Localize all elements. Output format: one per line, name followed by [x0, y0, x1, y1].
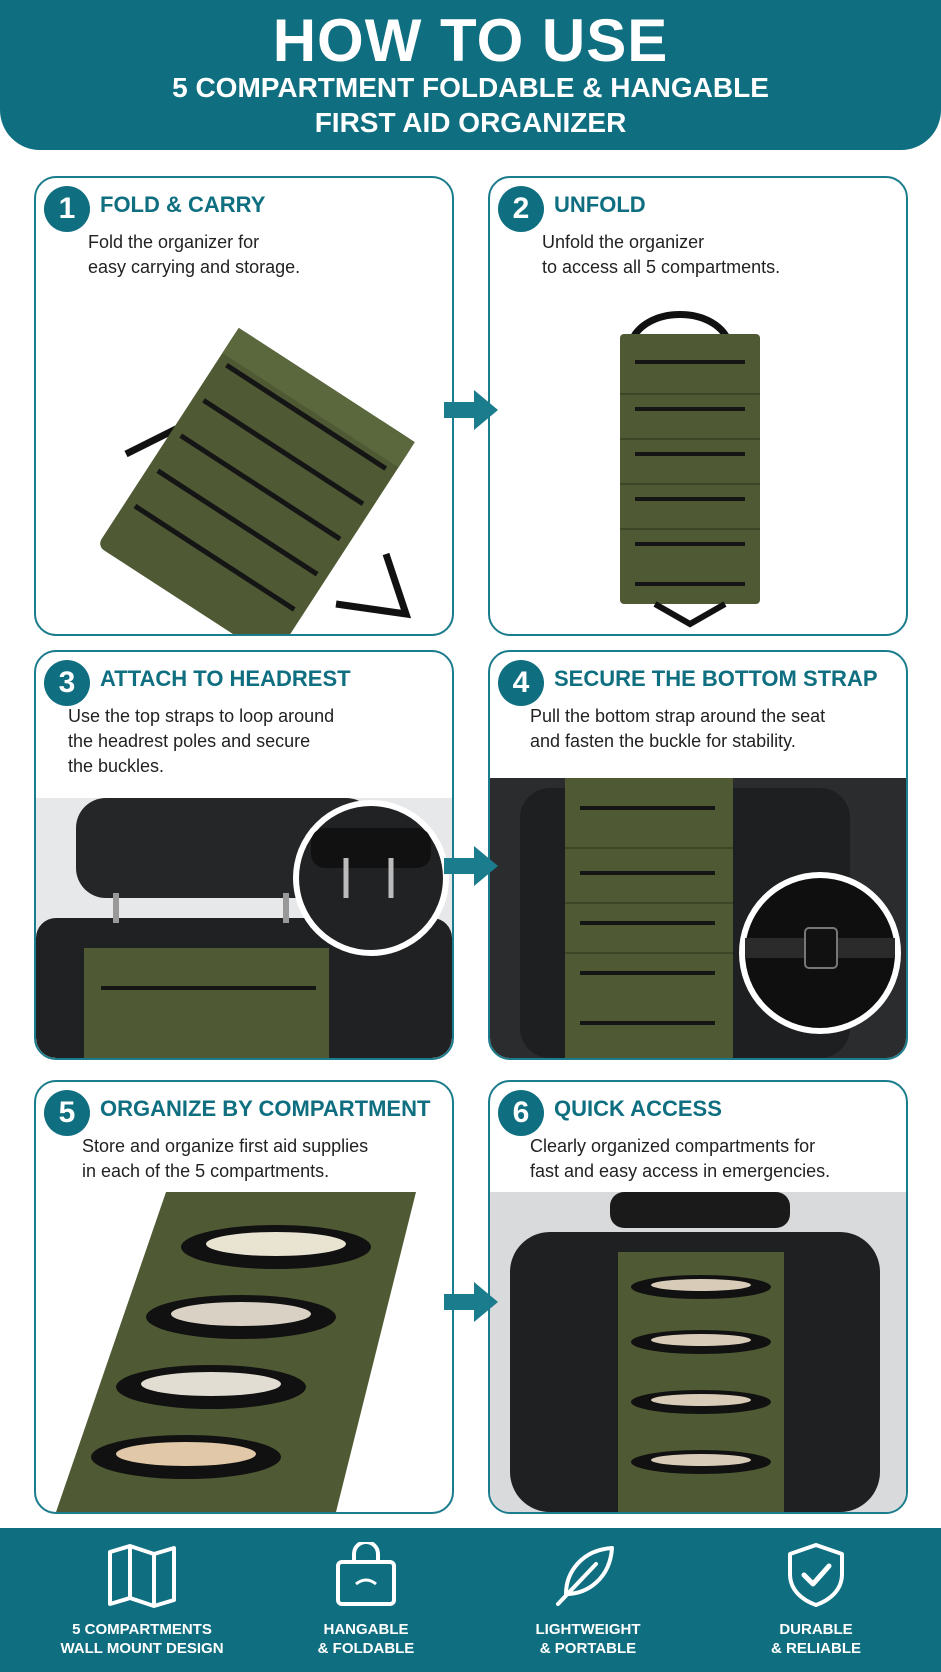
step-description-line: Store and organize first aid supplies [82, 1136, 369, 1156]
step-number-badge: 4 [498, 660, 544, 706]
header-banner: HOW TO USE 5 COMPARTMENT FOLDABLE & HANG… [0, 0, 941, 150]
headrest-attach-photo [36, 798, 452, 1058]
step-card-2: 2 UNFOLD Unfold the organizer to access … [488, 176, 908, 636]
step-description-line: Use the top straps to loop around [68, 706, 335, 726]
feature-label-line: LIGHTWEIGHT [535, 1621, 641, 1638]
folded-organizer-photo [100, 327, 415, 634]
step-description-line: easy carrying and storage. [88, 257, 301, 277]
shield-check-icon [788, 1543, 844, 1607]
step-description-line: the headrest poles and secure [68, 731, 311, 751]
step-description-line: Clearly organized compartments for [530, 1136, 816, 1156]
step-description: Clearly organized compartments for fast … [530, 1134, 896, 1184]
step-card-4: 4 SECURE THE BOTTOM STRAP Pull the botto… [488, 650, 908, 1060]
step-title: SECURE THE BOTTOM STRAP [554, 666, 878, 691]
step-title: QUICK ACCESS [554, 1096, 722, 1121]
step-description: Use the top straps to loop around the he… [68, 704, 442, 779]
feature-compartments: 5 COMPARTMENTS WALL MOUNT DESIGN [32, 1528, 252, 1672]
feature-label-line: & RELIABLE [771, 1640, 861, 1657]
step-title: ATTACH TO HEADREST [100, 666, 351, 691]
feature-label: LIGHTWEIGHT & PORTABLE [478, 1620, 698, 1658]
bag-icon [336, 1542, 396, 1606]
arrow-right-icon [444, 1282, 498, 1322]
step-title: UNFOLD [554, 192, 646, 217]
step-description-line: Unfold the organizer [542, 232, 705, 252]
feature-label-line: & PORTABLE [539, 1640, 637, 1657]
step-description: Pull the bottom strap around the seat an… [530, 704, 896, 754]
page-title: HOW TO USE [272, 7, 669, 74]
step-description: Store and organize first aid supplies in… [82, 1134, 442, 1184]
feature-label-line: WALL MOUNT DESIGN [60, 1640, 224, 1657]
feature-label-line: & FOLDABLE [317, 1640, 415, 1657]
step-number-badge: 3 [44, 660, 90, 706]
feature-label-line: DURABLE [779, 1621, 853, 1638]
organized-compartments-photo [56, 1192, 416, 1512]
step-number-badge: 5 [44, 1090, 90, 1136]
subtitle-line-1: 5 COMPARTMENT FOLDABLE & HANGABLE [172, 72, 769, 103]
arrow-right-icon [444, 846, 498, 886]
step-number-badge: 6 [498, 1090, 544, 1136]
feature-label: DURABLE & RELIABLE [706, 1620, 926, 1658]
step-description-line: fast and easy access in emergencies. [530, 1161, 831, 1181]
step-description-line: to access all 5 compartments. [542, 257, 781, 277]
feature-hangable: HANGABLE & FOLDABLE [256, 1528, 476, 1672]
step-card-3: 3 ATTACH TO HEADREST Use the top straps … [34, 650, 454, 1060]
step-description-line: and fasten the buckle for stability. [530, 731, 796, 751]
step-number-badge: 2 [498, 186, 544, 232]
step-card-6: 6 QUICK ACCESS Clearly organized compart… [488, 1080, 908, 1514]
feature-label: 5 COMPARTMENTS WALL MOUNT DESIGN [32, 1620, 252, 1658]
feature-label: HANGABLE & FOLDABLE [256, 1620, 476, 1658]
step-number-badge: 1 [44, 186, 90, 232]
feature-label-line: HANGABLE [323, 1621, 409, 1638]
page-subtitle: 5 COMPARTMENT FOLDABLE & HANGABLE FIRST … [0, 70, 941, 140]
unfolded-organizer-photo [620, 311, 760, 628]
map-icon [108, 1544, 176, 1608]
feature-lightweight: LIGHTWEIGHT & PORTABLE [478, 1528, 698, 1672]
step-description-line: in each of the 5 compartments. [82, 1161, 330, 1181]
step-description: Unfold the organizer to access all 5 com… [542, 230, 896, 280]
step-description-line: Pull the bottom strap around the seat [530, 706, 826, 726]
feature-durable: DURABLE & RELIABLE [706, 1528, 926, 1672]
arrow-right-icon [444, 390, 498, 430]
step-description-line: the buckles. [68, 756, 165, 776]
feather-icon [556, 1546, 614, 1606]
step-description: Fold the organizer for easy carrying and… [88, 230, 442, 280]
features-footer: 5 COMPARTMENTS WALL MOUNT DESIGN HANGABL… [0, 1528, 941, 1672]
step-card-5: 5 ORGANIZE BY COMPARTMENT Store and orga… [34, 1080, 454, 1514]
bottom-strap-photo [490, 778, 906, 1058]
quick-access-photo [490, 1192, 906, 1512]
step-description-line: Fold the organizer for [88, 232, 260, 252]
subtitle-line-2: FIRST AID ORGANIZER [314, 107, 627, 138]
feature-label-line: 5 COMPARTMENTS [72, 1621, 212, 1638]
step-title: FOLD & CARRY [100, 192, 266, 217]
step-title: ORGANIZE BY COMPARTMENT [100, 1096, 431, 1121]
step-card-1: 1 FOLD & CARRY Fold the organizer for ea… [34, 176, 454, 636]
